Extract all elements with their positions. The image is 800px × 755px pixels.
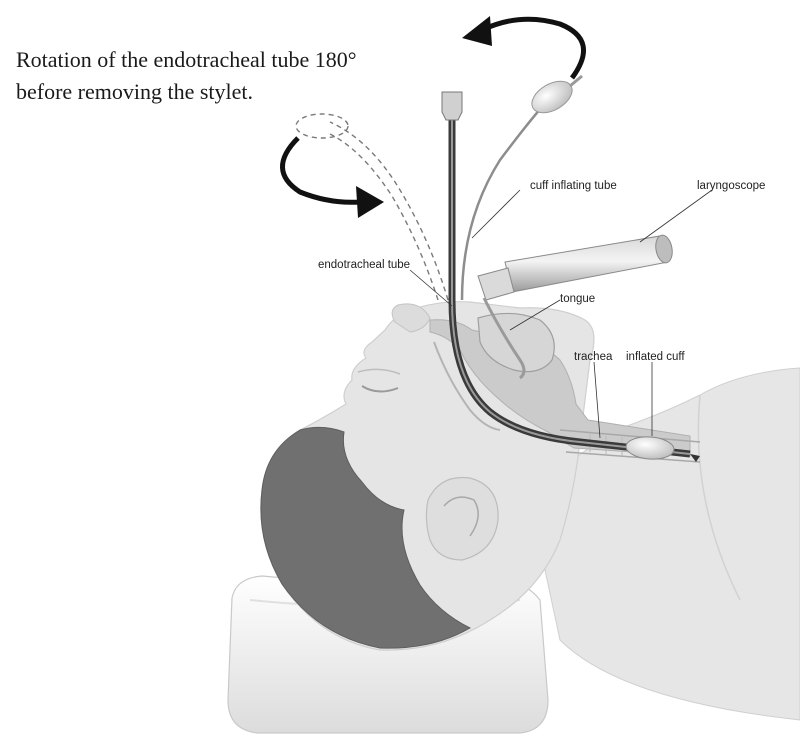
tube-before-rotation bbox=[295, 113, 449, 301]
label-inflated-cuff: inflated cuff bbox=[626, 351, 685, 363]
arrow-top bbox=[480, 16, 586, 80]
airway-cross-section bbox=[429, 312, 701, 463]
label-trachea: trachea bbox=[574, 351, 613, 363]
caption-line-2: before removing the stylet. bbox=[16, 79, 254, 104]
laryngoscope bbox=[477, 234, 673, 380]
caption-line-1: Rotation of the endotracheal tube 180° bbox=[16, 47, 357, 72]
endotracheal-tube-shape bbox=[441, 91, 700, 462]
trachea-shape bbox=[559, 429, 701, 463]
label-cuff-inflating-tube: cuff inflating tube bbox=[530, 180, 617, 192]
label-laryngoscope: laryngoscope bbox=[697, 180, 765, 192]
patient-hair bbox=[260, 426, 472, 649]
ear bbox=[425, 476, 499, 561]
leader-lines bbox=[409, 189, 713, 439]
label-tongue: tongue bbox=[560, 293, 595, 305]
tongue-shape bbox=[477, 312, 555, 373]
rotation-arrows bbox=[280, 16, 586, 218]
inflated-cuff-shape bbox=[625, 436, 675, 460]
label-endotracheal-tube: endotracheal tube bbox=[318, 259, 410, 271]
arrow-left bbox=[280, 136, 361, 205]
closed-eye bbox=[361, 385, 399, 393]
cuff-inflating-tube-shape bbox=[460, 74, 583, 301]
figure-caption: Rotation of the endotracheal tube 180° b… bbox=[16, 44, 436, 108]
